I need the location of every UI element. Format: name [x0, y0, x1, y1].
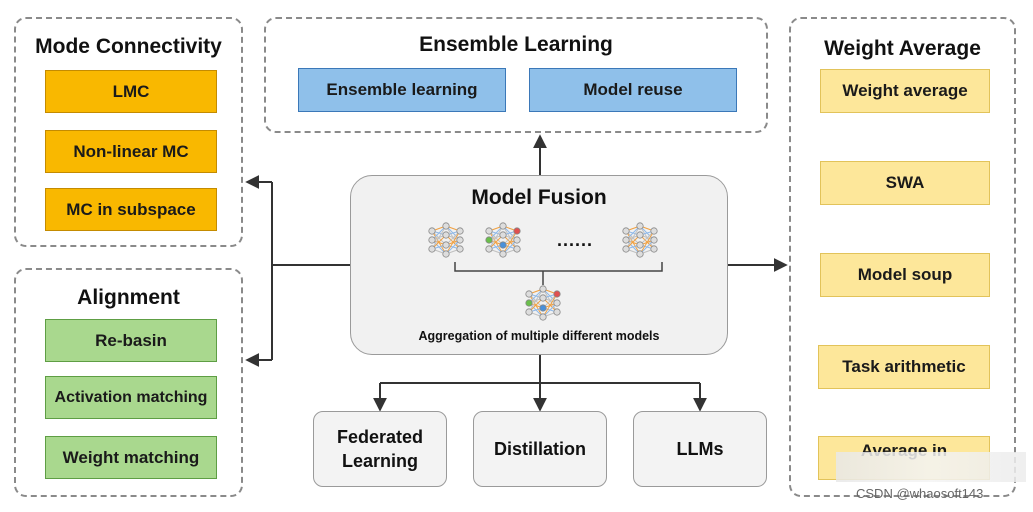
non-linear-mc-box: Non-linear MC	[45, 130, 217, 173]
federated-learning-box: Federated Learning	[313, 411, 447, 487]
llms-box: LLMs	[633, 411, 767, 487]
model-ellipsis: ......	[557, 230, 594, 250]
swa-box: SWA	[820, 161, 990, 205]
model-fusion-box: Model Fusion ...... Aggregation of multi…	[350, 175, 728, 355]
weight-average-title: Weight Average	[824, 37, 981, 60]
alignment-title: Alignment	[77, 286, 180, 309]
watermark-text: CSDN @whaosoft143	[856, 486, 984, 501]
network-icon-3	[622, 222, 658, 258]
mode-connectivity-title: Mode Connectivity	[35, 35, 222, 58]
merge-bracket	[454, 262, 663, 285]
model-fusion-caption: Aggregation of multiple different models	[418, 329, 660, 343]
network-icon-2	[485, 222, 521, 258]
lmc-box: LMC	[45, 70, 217, 113]
mode-connectivity-panel: Mode Connectivity LMC Non-linear MC MC i…	[14, 17, 243, 247]
ensemble-learning-box: Ensemble learning	[298, 68, 506, 112]
model-soup-box: Model soup	[820, 253, 990, 297]
ensemble-learning-title: Ensemble Learning	[419, 33, 613, 56]
weight-average-box: Weight average	[820, 69, 990, 113]
model-fusion-title: Model Fusion	[471, 186, 607, 209]
re-basin-box: Re-basin	[45, 319, 217, 362]
network-icon-merged	[525, 285, 561, 321]
distillation-box: Distillation	[473, 411, 607, 487]
task-arithmetic-box: Task arithmetic	[818, 345, 990, 389]
watermark-blur	[836, 452, 1026, 482]
model-reuse-box: Model reuse	[529, 68, 737, 112]
activation-matching-box: Activation matching	[45, 376, 217, 419]
ensemble-learning-panel: Ensemble Learning Ensemble learning Mode…	[264, 17, 768, 133]
alignment-panel: Alignment Re-basin Activation matching W…	[14, 268, 243, 497]
network-icon-1	[428, 222, 464, 258]
weight-matching-box: Weight matching	[45, 436, 217, 479]
mc-in-subspace-box: MC in subspace	[45, 188, 217, 231]
weight-average-panel: Weight Average Weight average SWA Model …	[789, 17, 1016, 497]
